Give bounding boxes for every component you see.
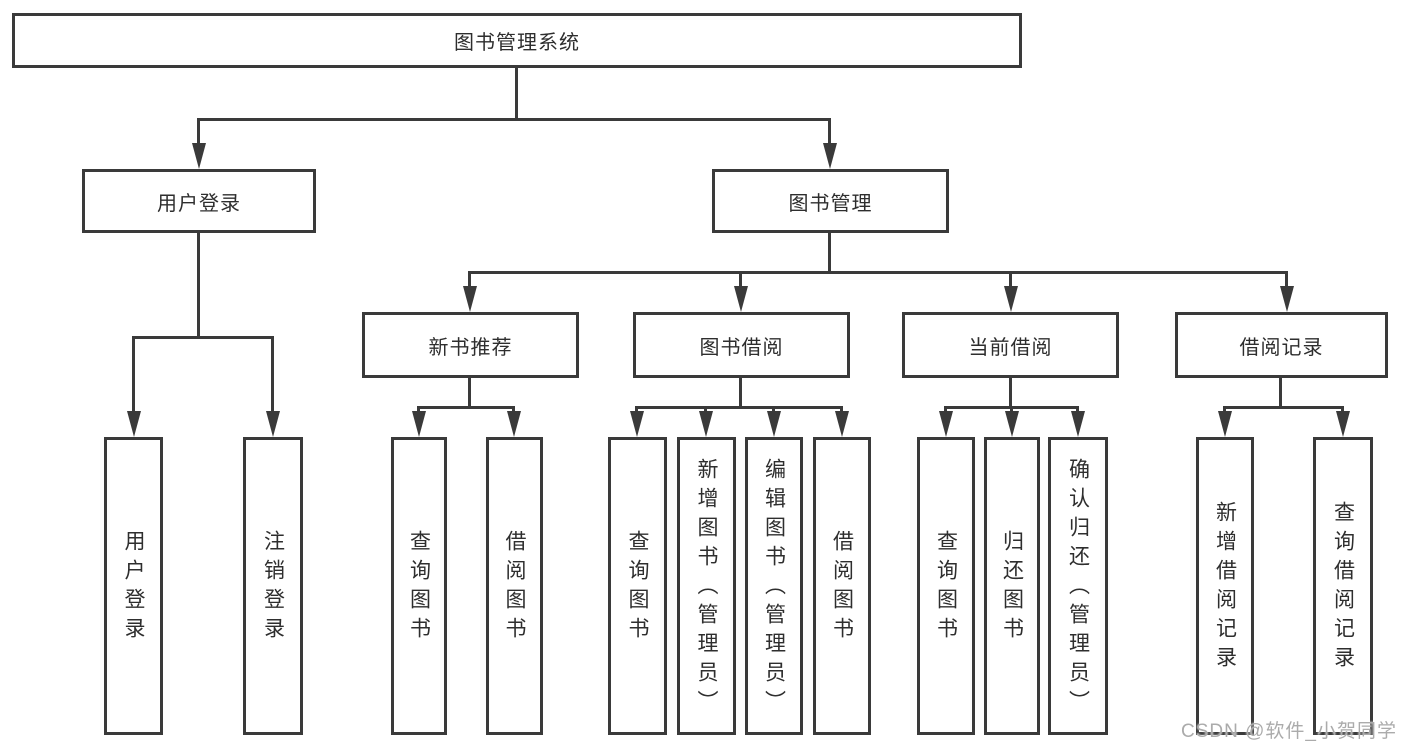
connector-line <box>271 336 274 426</box>
connector-line <box>828 118 831 156</box>
arrow-down-icon <box>823 143 837 169</box>
arrow-down-icon <box>939 411 953 437</box>
node-book-management: 图书管理 <box>712 169 949 233</box>
node-new-book-recommend: 新书推荐 <box>362 312 579 378</box>
connector-line <box>198 118 831 121</box>
connector-line <box>739 271 742 299</box>
leaf-query-books-borrowing: 查询图书 <box>608 437 667 735</box>
connector-line <box>1223 406 1343 409</box>
arrow-down-icon <box>507 411 521 437</box>
connector-line <box>468 271 1288 274</box>
arrow-down-icon <box>1336 411 1350 437</box>
connector-line <box>132 336 274 339</box>
leaf-add-books-admin: 新增图书（管理员） <box>677 437 736 735</box>
connector-line <box>1285 271 1288 299</box>
node-library-system: 图书管理系统 <box>12 13 1022 68</box>
leaf-add-borrow-record: 新增借阅记录 <box>1196 437 1254 735</box>
leaf-edit-books-admin: 编辑图书（管理员） <box>745 437 803 735</box>
arrow-down-icon <box>1280 286 1294 312</box>
leaf-borrow-books: 借阅图书 <box>813 437 871 735</box>
arrow-down-icon <box>1005 411 1019 437</box>
leaf-user-login: 用户登录 <box>104 437 163 735</box>
node-current-borrowing: 当前借阅 <box>902 312 1119 378</box>
arrow-down-icon <box>266 411 280 437</box>
connector-line <box>1279 378 1282 409</box>
arrow-down-icon <box>1218 411 1232 437</box>
node-user-login: 用户登录 <box>82 169 316 233</box>
arrow-down-icon <box>767 411 781 437</box>
connector-line <box>417 406 515 409</box>
arrow-down-icon <box>699 411 713 437</box>
connector-line <box>197 118 200 156</box>
node-borrowing-records: 借阅记录 <box>1175 312 1388 378</box>
connector-line <box>468 271 471 299</box>
connector-line <box>739 378 742 409</box>
leaf-query-borrow-record: 查询借阅记录 <box>1313 437 1373 735</box>
arrow-down-icon <box>127 411 141 437</box>
arrow-down-icon <box>630 411 644 437</box>
leaf-return-books: 归还图书 <box>984 437 1040 735</box>
leaf-logout: 注销登录 <box>243 437 303 735</box>
arrow-down-icon <box>734 286 748 312</box>
arrow-down-icon <box>192 143 206 169</box>
arrow-down-icon <box>463 286 477 312</box>
arrow-down-icon <box>1004 286 1018 312</box>
leaf-query-books-recommend: 查询图书 <box>391 437 447 735</box>
connector-line <box>1009 378 1012 409</box>
connector-line <box>515 68 518 120</box>
connector-line <box>828 233 831 274</box>
csdn-watermark: CSDN @软件_小贺同学 <box>1181 721 1397 742</box>
connector-line <box>468 378 471 409</box>
node-book-borrowing: 图书借阅 <box>633 312 850 378</box>
leaf-confirm-return-admin: 确认归还（管理员） <box>1048 437 1108 735</box>
connector-line <box>132 336 135 426</box>
arrow-down-icon <box>835 411 849 437</box>
arrow-down-icon <box>1071 411 1085 437</box>
leaf-query-books-current: 查询图书 <box>917 437 975 735</box>
connector-line <box>1009 271 1012 299</box>
leaf-borrow-books-recommend: 借阅图书 <box>486 437 543 735</box>
connector-line <box>197 233 200 339</box>
connector-line <box>635 406 842 409</box>
arrow-down-icon <box>412 411 426 437</box>
